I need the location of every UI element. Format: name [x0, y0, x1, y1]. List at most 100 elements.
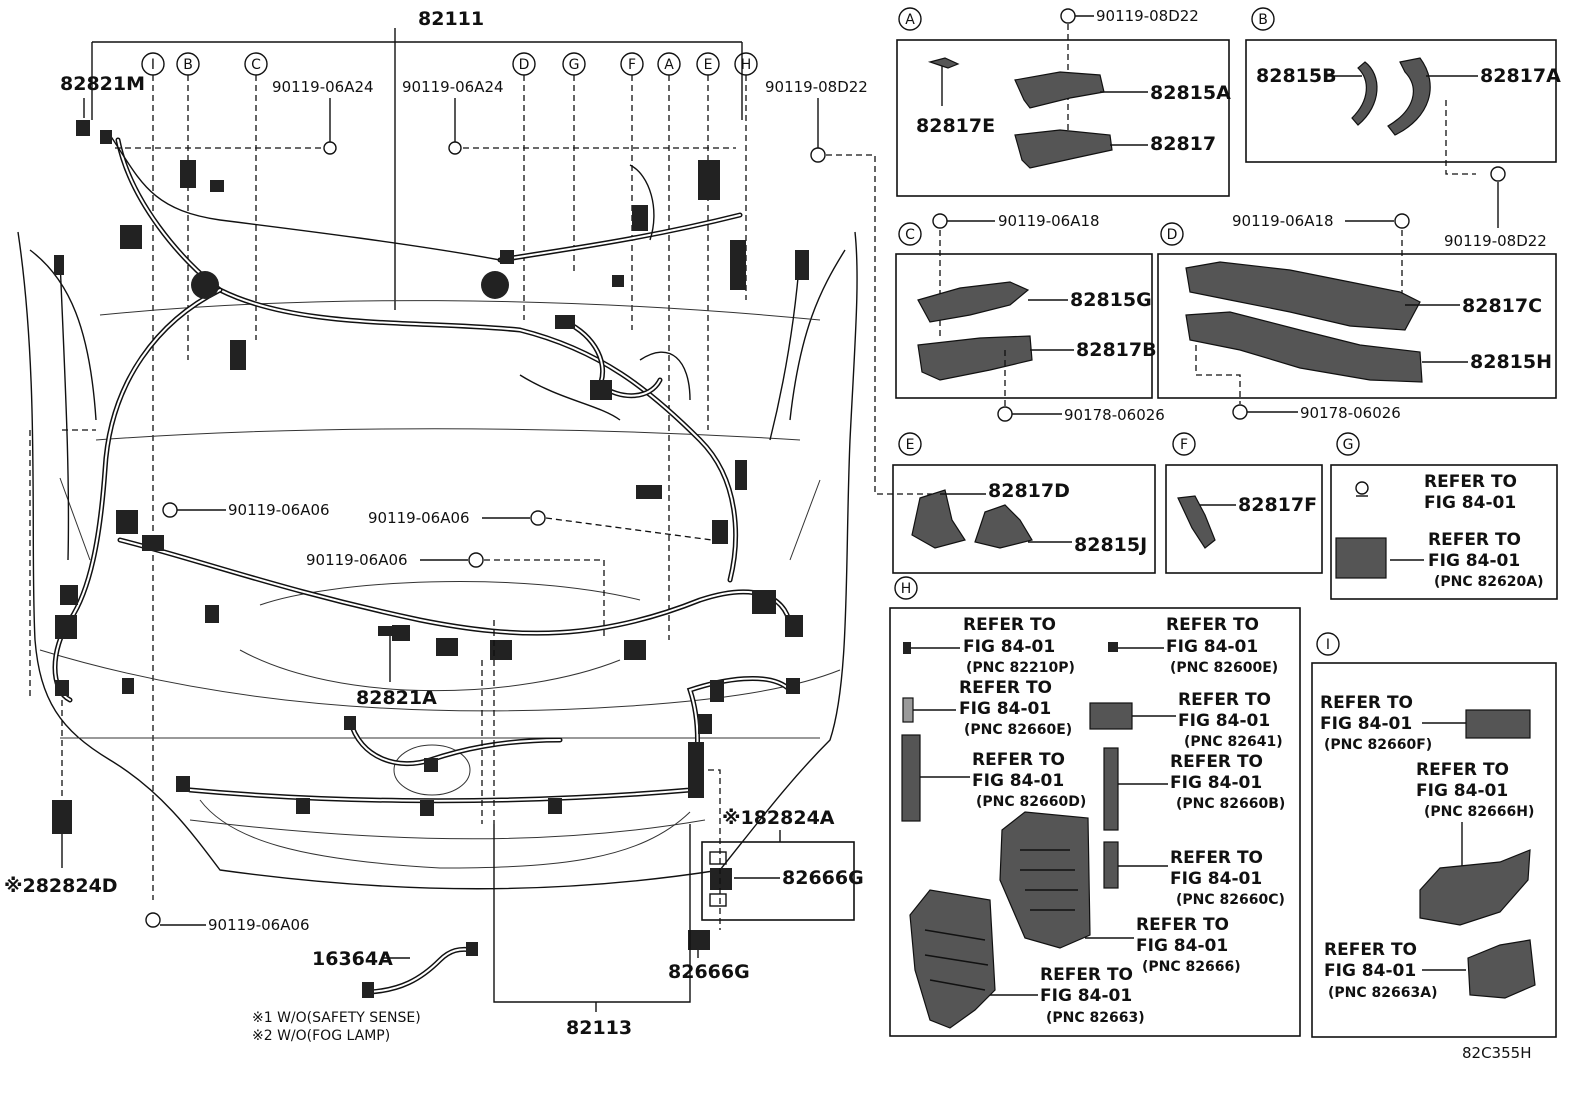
ref-I-82663A[interactable]: REFER TO FIG 84-01 (PNC 82663A) [1324, 939, 1536, 1001]
svg-text:(PNC 82641): (PNC 82641) [1184, 734, 1283, 750]
bracket-icon [1185, 311, 1423, 383]
svg-text:※182824A: ※182824A [722, 807, 835, 829]
ref-H-82660B[interactable]: REFER TO FIG 84-01 (PNC 82660B) [1103, 747, 1285, 831]
svg-text:C: C [251, 57, 261, 73]
ref-H-82660E[interactable]: REFER TO FIG 84-01 (PNC 82660E) [902, 678, 1072, 738]
main-diagram: 82111 I B C D G F A E H [4, 8, 932, 1044]
svg-text:FIG 84-01: FIG 84-01 [1324, 961, 1416, 981]
svg-text:90119-06A06: 90119-06A06 [228, 501, 330, 519]
callout-letters: I B C D G F A E H [141, 52, 758, 76]
svg-text:FIG 84-01: FIG 84-01 [1428, 551, 1520, 571]
svg-text:FIG 84-01: FIG 84-01 [1170, 869, 1262, 889]
label-82821A-group[interactable]: 82821A [356, 626, 437, 709]
nut-90178-06026-D[interactable]: 90178-06026 [1232, 404, 1401, 422]
svg-text:FIG 84-01: FIG 84-01 [1166, 637, 1258, 657]
svg-text:(PNC 82660B): (PNC 82660B) [1176, 796, 1285, 812]
label-82815J[interactable]: 82815J [1074, 534, 1147, 556]
svg-text:F: F [628, 57, 636, 73]
label-82815H[interactable]: 82815H [1470, 351, 1552, 373]
svg-text:REFER TO: REFER TO [1324, 940, 1417, 960]
label-82817F[interactable]: 82817F [1238, 494, 1317, 516]
callout-A: A [657, 52, 681, 76]
connector-icon [1103, 747, 1119, 831]
connector-icon [902, 697, 914, 723]
svg-text:90119-08D22: 90119-08D22 [1096, 7, 1199, 25]
connector-icon [362, 982, 374, 998]
svg-text:90178-06026: 90178-06026 [1064, 406, 1165, 424]
svg-text:REFER TO: REFER TO [1170, 848, 1263, 868]
svg-text:E: E [704, 57, 713, 73]
connector-icon [903, 642, 911, 654]
svg-text:90119-06A24: 90119-06A24 [402, 78, 504, 96]
label-82821M[interactable]: 82821M [60, 73, 145, 95]
svg-text:90119-06A18: 90119-06A18 [998, 212, 1100, 230]
bracket-icon [1387, 57, 1431, 136]
svg-text:(PNC 82620A): (PNC 82620A) [1434, 574, 1543, 590]
label-82817D[interactable]: 82817D [988, 480, 1070, 502]
bolt-icon [448, 141, 462, 155]
bolt-90119-06A18-D[interactable]: 90119-06A18 [1232, 212, 1410, 295]
ref-G-2[interactable]: REFER TO FIG 84-01 (PNC 82620A) [1335, 530, 1543, 590]
nut-90178-06026-C[interactable]: 90178-06026 [997, 350, 1165, 424]
callout-B: B [176, 52, 200, 76]
svg-text:90119-06A06: 90119-06A06 [368, 509, 470, 527]
bolt-icon [1060, 8, 1076, 24]
ref-I-82660F[interactable]: REFER TO FIG 84-01 (PNC 82660F) [1320, 693, 1531, 753]
svg-text:C: C [905, 227, 915, 243]
svg-text:D: D [519, 57, 530, 73]
bolt-90119-08D22-B[interactable]: 90119-08D22 [1444, 166, 1547, 250]
bolt-90119-06A06-3[interactable]: 90119-06A06 [306, 551, 605, 640]
ref-H-82600E[interactable]: REFER TO FIG 84-01 (PNC 82600E) [1108, 615, 1278, 676]
callout-I: I [141, 52, 165, 76]
label-82113[interactable]: 82113 [566, 1017, 632, 1039]
label-82817[interactable]: 82817 [1150, 133, 1216, 155]
connectors [54, 130, 809, 816]
label-82817B[interactable]: 82817B [1076, 339, 1157, 361]
svg-text:REFER TO: REFER TO [972, 750, 1065, 770]
bolt-90119-06A24-1[interactable]: 90119-06A24 [115, 78, 374, 155]
label-82815A[interactable]: 82815A [1150, 82, 1231, 104]
svg-text:G: G [1343, 437, 1354, 453]
bolt-90119-06A18-C[interactable]: 90119-06A18 [932, 212, 1100, 340]
label-82815G[interactable]: 82815G [1070, 289, 1152, 311]
ref-H-82663[interactable]: REFER TO FIG 84-01 (PNC 82663) [909, 889, 1145, 1029]
svg-text:82666G: 82666G [782, 867, 864, 889]
callout-G: G [562, 52, 586, 76]
bolt-icon [468, 552, 484, 568]
svg-text:REFER TO: REFER TO [1178, 690, 1271, 710]
label-82824D-group[interactable]: ※282824D [4, 700, 118, 897]
svg-text:82821A: 82821A [356, 687, 437, 709]
svg-text:E: E [906, 437, 915, 453]
bracket-icon [1014, 71, 1105, 109]
svg-text:D: D [1167, 227, 1178, 243]
ref-H-82666[interactable]: REFER TO FIG 84-01 (PNC 82666) [999, 811, 1241, 975]
label-82817E[interactable]: 82817E [916, 115, 995, 137]
svg-text:(PNC 82660F): (PNC 82660F) [1324, 737, 1432, 753]
bolt-90119-08D22-main[interactable]: 90119-08D22 [765, 78, 932, 495]
connector-icon [901, 734, 921, 822]
bolt-icon [810, 147, 826, 163]
svg-text:F: F [1180, 437, 1188, 453]
ref-G-1[interactable]: REFER TO FIG 84-01 [1355, 472, 1517, 513]
bolt-90119-06A24-2[interactable]: 90119-06A24 [402, 78, 736, 155]
ref-H-82210P[interactable]: REFER TO FIG 84-01 (PNC 82210P) [903, 615, 1075, 676]
svg-text:(PNC 82600E): (PNC 82600E) [1170, 660, 1278, 676]
ref-H-82660D[interactable]: REFER TO FIG 84-01 (PNC 82660D) [901, 734, 1086, 822]
svg-text:REFER TO: REFER TO [1170, 752, 1263, 772]
label-82817A[interactable]: 82817A [1480, 65, 1561, 87]
svg-text:90119-08D22: 90119-08D22 [765, 78, 868, 96]
ref-H-82641[interactable]: REFER TO FIG 84-01 (PNC 82641) [1089, 690, 1283, 750]
ref-I-82666H[interactable]: REFER TO FIG 84-01 (PNC 82666H) [1416, 760, 1534, 926]
label-16364A-group[interactable]: 16364A [312, 942, 478, 998]
bolt-90119-06A06-4[interactable]: 90119-06A06 [145, 912, 310, 934]
bolt-90119-08D22-A[interactable]: 90119-08D22 [1060, 7, 1199, 150]
label-82817C[interactable]: 82817C [1462, 295, 1542, 317]
label-82666G-lower[interactable]: 82666G [668, 930, 750, 983]
bolt-90119-06A06-2[interactable]: 90119-06A06 [368, 509, 713, 541]
label-82824A-group[interactable]: ※182824A 82666G [701, 807, 864, 921]
bolt-90119-06A06-1[interactable]: 90119-06A06 [162, 501, 330, 519]
label-82111[interactable]: 82111 [418, 8, 484, 30]
ref-H-82660C[interactable]: REFER TO FIG 84-01 (PNC 82660C) [1103, 841, 1285, 908]
connector-icon [1108, 642, 1118, 652]
label-82815B[interactable]: 82815B [1256, 65, 1337, 87]
